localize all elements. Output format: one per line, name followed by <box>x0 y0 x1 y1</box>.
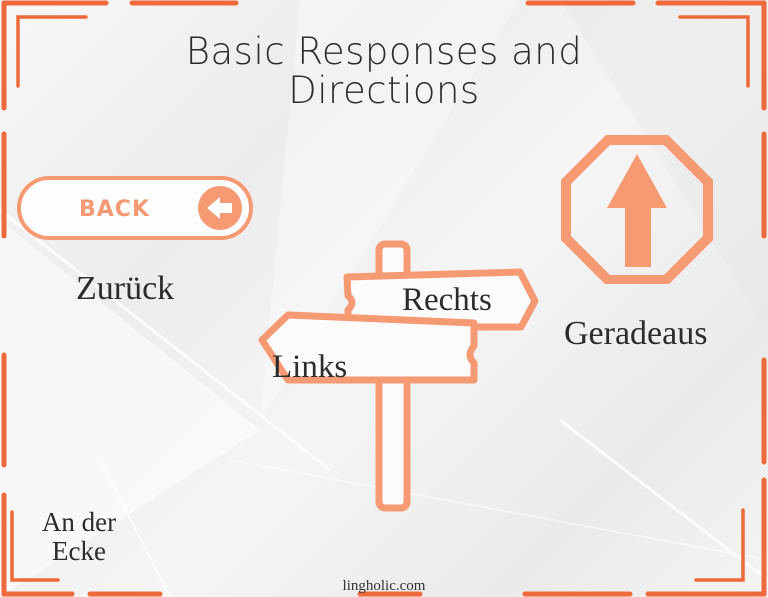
label-an-der-ecke: An der Ecke <box>22 508 136 566</box>
back-button-label: BACK <box>79 197 150 222</box>
page-title: Basic Responses and Directions <box>0 32 768 110</box>
label-geradeaus: Geradeaus <box>564 315 708 352</box>
title-line-2: Directions <box>288 69 480 112</box>
back-button-illustration: BACK <box>17 176 253 240</box>
label-zurueck: Zurück <box>76 270 175 307</box>
label-links: Links <box>272 349 348 385</box>
title-line-1: Basic Responses and <box>185 30 583 73</box>
footer-credit: lingholic.com <box>342 578 426 594</box>
signpost-icon <box>258 240 539 512</box>
label-an-der: An der <box>41 507 117 537</box>
straight-arrow-octagon-icon <box>561 135 713 284</box>
label-rechts: Rechts <box>402 282 492 318</box>
back-arrow-icon <box>198 186 242 230</box>
label-ecke: Ecke <box>52 536 106 566</box>
